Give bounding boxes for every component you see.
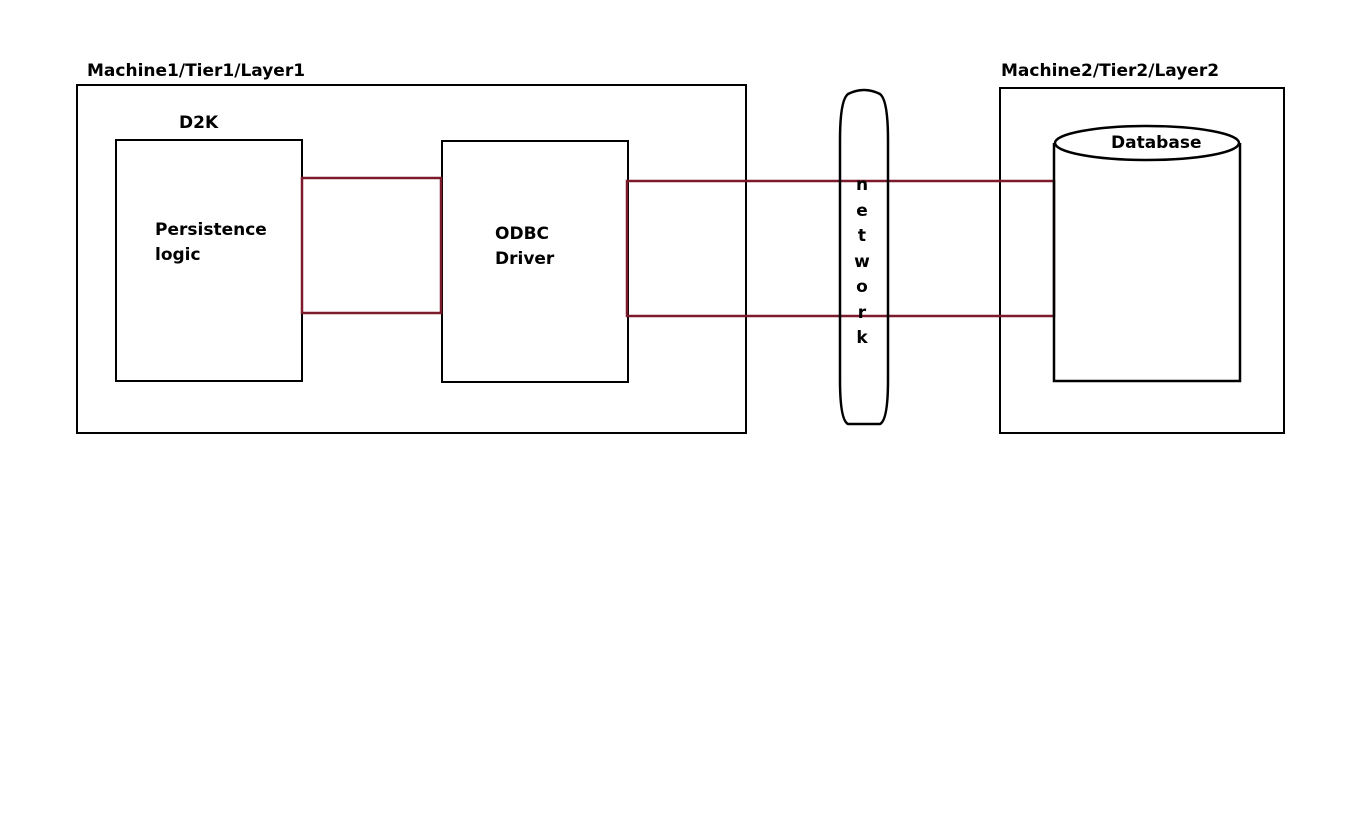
network-letter: n bbox=[855, 175, 869, 195]
persistence-odbc-connector bbox=[300, 176, 443, 315]
machine2-title: Machine2/Tier2/Layer2 bbox=[1001, 61, 1220, 81]
machine2-container bbox=[999, 87, 1285, 434]
network-letter: o bbox=[856, 277, 868, 297]
network-letter: k bbox=[856, 328, 868, 348]
machine1-title: Machine1/Tier1/Layer1 bbox=[87, 61, 306, 81]
network-letter: t bbox=[857, 226, 867, 246]
database-cylinder-body bbox=[1052, 143, 1242, 383]
network-letter: r bbox=[857, 302, 867, 323]
network-letter: w bbox=[854, 251, 870, 272]
database-cylinder-top bbox=[1053, 124, 1241, 162]
d2k-label: D2K bbox=[179, 113, 219, 133]
database-label: Database bbox=[1111, 133, 1202, 153]
persistence-logic-label-line2: logic bbox=[155, 245, 201, 265]
machine1-container bbox=[76, 84, 747, 434]
network-capsule bbox=[838, 88, 890, 426]
odbc-driver-label-line1: ODBC bbox=[495, 224, 549, 244]
network-label: n e t w o r k bbox=[849, 173, 875, 352]
odbc-driver-label-line2: Driver bbox=[495, 249, 555, 269]
network-letter: e bbox=[856, 200, 868, 221]
persistence-logic-label-line1: Persistence bbox=[155, 220, 267, 240]
